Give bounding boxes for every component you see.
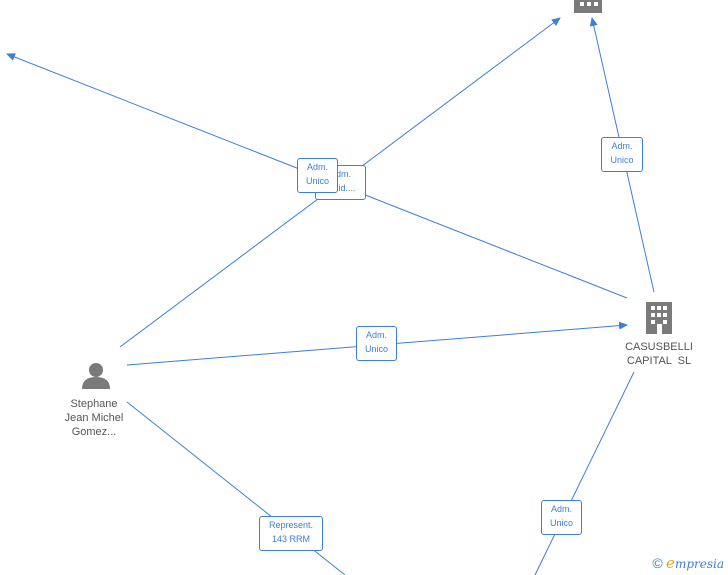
person-icon[interactable] xyxy=(82,363,110,389)
building-icon[interactable] xyxy=(646,302,672,334)
person-label-line1: Stephane xyxy=(70,398,118,410)
edge-label-line2: Unico xyxy=(610,155,634,165)
company-label[interactable]: CASUSBELLI CAPITAL SL xyxy=(614,340,704,368)
edge-label-line1: Adm. xyxy=(306,162,328,172)
company-label-line2: CAPITAL SL xyxy=(626,355,692,367)
building-icon-top[interactable] xyxy=(574,0,602,13)
person-label-line3: Gomez... xyxy=(71,426,117,438)
edge-label-line1: Adm. xyxy=(550,504,572,514)
edge-label-bottom-left[interactable]: Represent. 143 RRM xyxy=(259,516,323,551)
edge-company-to-bottom xyxy=(534,371,635,575)
edge-label-line2: Unico xyxy=(364,344,388,354)
edge-label-line1: Adm. xyxy=(365,330,387,340)
edge-label-line1: Represent. xyxy=(268,520,314,530)
copyright-symbol: © xyxy=(652,555,663,571)
person-label[interactable]: Stephane Jean Michel Gomez... xyxy=(49,397,139,439)
brand-initial: e xyxy=(666,554,675,572)
edge-label-line2: Unico xyxy=(549,518,573,528)
edge-label-line1: Adm. xyxy=(611,141,633,151)
edge-label-middle[interactable]: Adm. Unico xyxy=(356,326,397,361)
edge-label-bottom-right[interactable]: Adm. Unico xyxy=(541,500,582,535)
person-label-line2: Jean Michel xyxy=(64,412,124,424)
company-label-line1: CASUSBELLI xyxy=(625,341,693,353)
brand-name: mpresia xyxy=(674,557,724,571)
edge-label-line2: 143 RRM xyxy=(271,534,310,544)
edge-label-top-right[interactable]: Adm. Unico xyxy=(601,137,643,172)
edge-label-line2: Solid.... xyxy=(325,183,356,193)
edge-label-top-center-front[interactable]: Adm. Unico xyxy=(297,158,338,193)
edge-label-line1: Adm. xyxy=(329,169,351,179)
empresia-watermark: © empresia xyxy=(652,554,724,572)
edge-label-line2: Unico xyxy=(305,176,329,186)
